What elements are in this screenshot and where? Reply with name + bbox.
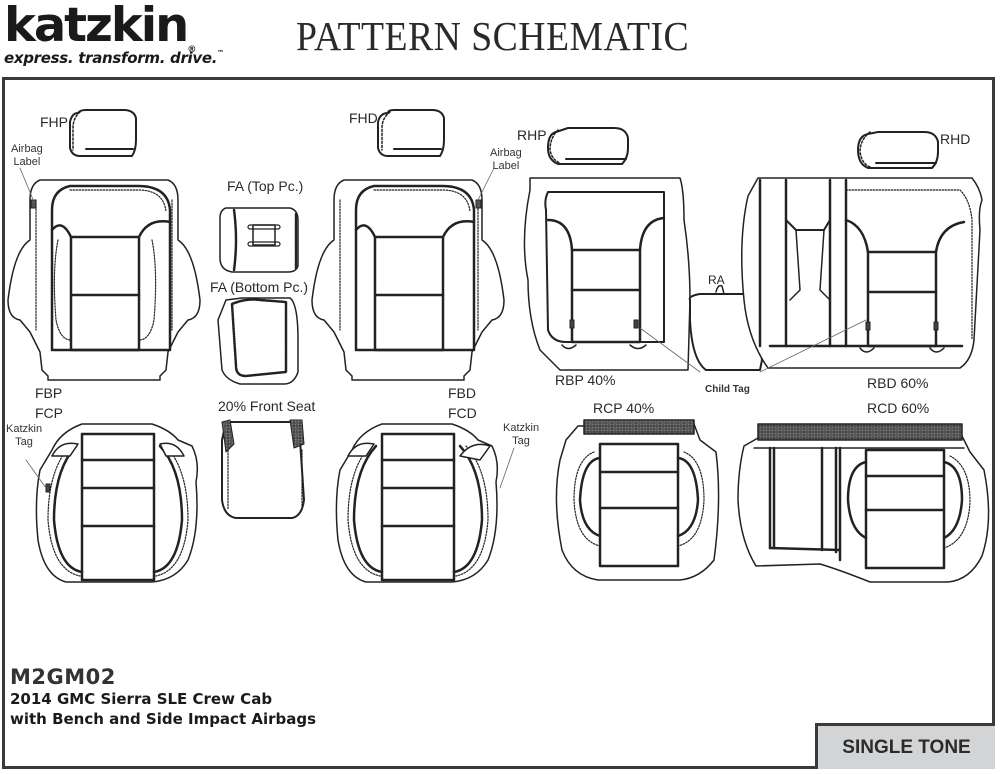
label-ra: RA	[708, 273, 725, 287]
front-seat-20-piece	[221, 419, 305, 519]
product-info: M2GM02 2014 GMC Sierra SLE Crew Cab with…	[10, 665, 316, 729]
label-fbp: FBP	[35, 385, 63, 401]
label-rbd: RBD 60%	[867, 375, 929, 391]
katzkin-logo: katzkin® express. transform. drive.™	[4, 2, 224, 67]
fbp-backrest	[7, 179, 201, 381]
product-code: M2GM02	[10, 665, 116, 689]
rhp-headrest	[547, 127, 629, 165]
rcd-cushion	[737, 423, 990, 583]
rcp-cushion	[555, 419, 720, 581]
fhd-headrest	[377, 109, 445, 157]
callout-katzkin-tag-left: Katzkin Tag	[6, 423, 43, 448]
callout-leader-lines	[19, 167, 867, 489]
label-fhd: FHD	[349, 110, 378, 126]
callout-airbag-label-right: Airbag Label	[490, 147, 522, 172]
label-fbd: FBD	[448, 385, 476, 401]
label-fa-top: FA (Top Pc.)	[227, 178, 304, 194]
vehicle-description-line2: with Bench and Side Impact Airbags	[10, 710, 317, 728]
callout-airbag-label-left: Airbag Label	[11, 143, 43, 168]
brand-tagline: express. transform. drive.™	[4, 49, 224, 67]
callout-katzkin-tag-right: Katzkin Tag	[503, 422, 540, 447]
label-fhp: FHP	[40, 114, 68, 130]
ra-armrest	[688, 284, 763, 371]
label-rcp: RCP 40%	[593, 400, 655, 416]
fa-bottom-piece	[217, 297, 299, 385]
fbd-backrest	[311, 179, 505, 381]
callout-child-tag: Child Tag	[705, 384, 750, 395]
fcd-cushion	[335, 423, 499, 583]
label-rbp: RBP 40%	[555, 372, 616, 388]
rbd-backrest	[741, 177, 983, 369]
fcp-cushion	[35, 423, 199, 583]
page-title: PATTERN SCHEMATIC	[296, 13, 690, 59]
label-rhp: RHP	[517, 127, 547, 143]
vehicle-description-line1: 2014 GMC Sierra SLE Crew Cab	[10, 690, 273, 708]
label-front-seat-20: 20% Front Seat	[218, 398, 316, 414]
fhp-headrest	[69, 109, 137, 157]
label-fa-bottom: FA (Bottom Pc.)	[210, 279, 309, 295]
label-rhd: RHD	[940, 131, 971, 147]
rhd-headrest	[857, 131, 939, 169]
brand-wordmark: katzkin®	[4, 0, 196, 55]
schematic-frame	[2, 77, 995, 769]
fa-top-piece	[219, 207, 299, 273]
rbp-backrest	[523, 177, 691, 371]
tone-badge: SINGLE TONE	[815, 723, 995, 769]
label-fcd: FCD	[448, 405, 477, 421]
label-fcp: FCP	[35, 405, 63, 421]
label-rcd: RCD 60%	[867, 400, 930, 416]
